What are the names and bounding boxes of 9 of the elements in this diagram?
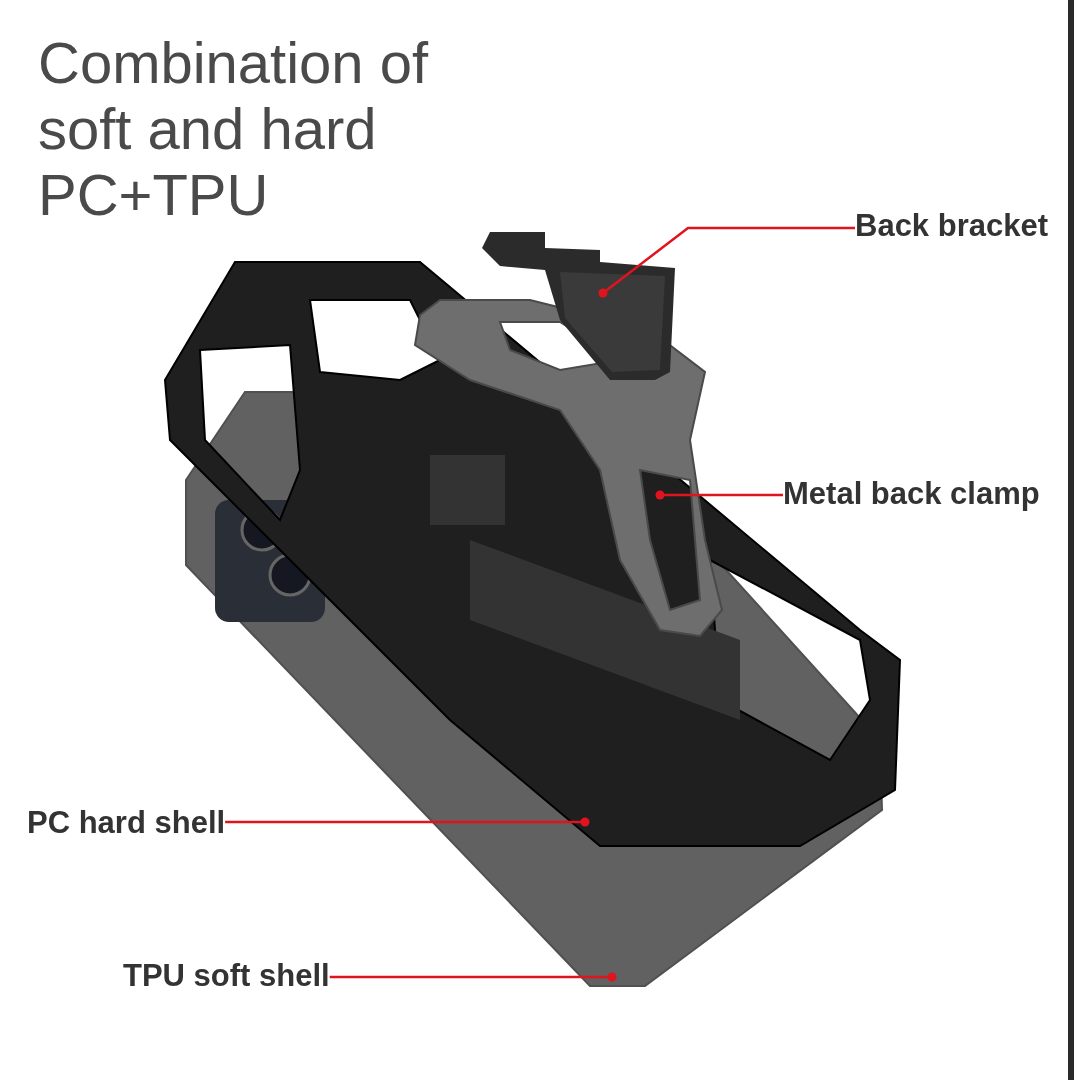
- leader-line: [655, 490, 783, 500]
- part-label: TPU soft shell: [123, 958, 330, 994]
- title: Combination of soft and hard PC+TPU: [38, 30, 430, 228]
- part-label: PC hard shell: [27, 805, 226, 841]
- leader-line: [225, 817, 590, 827]
- leader-line: [329, 972, 617, 982]
- part-label: Metal back clamp: [783, 476, 1040, 512]
- leader-line: [598, 226, 855, 298]
- part-label: Back bracket: [855, 208, 1048, 244]
